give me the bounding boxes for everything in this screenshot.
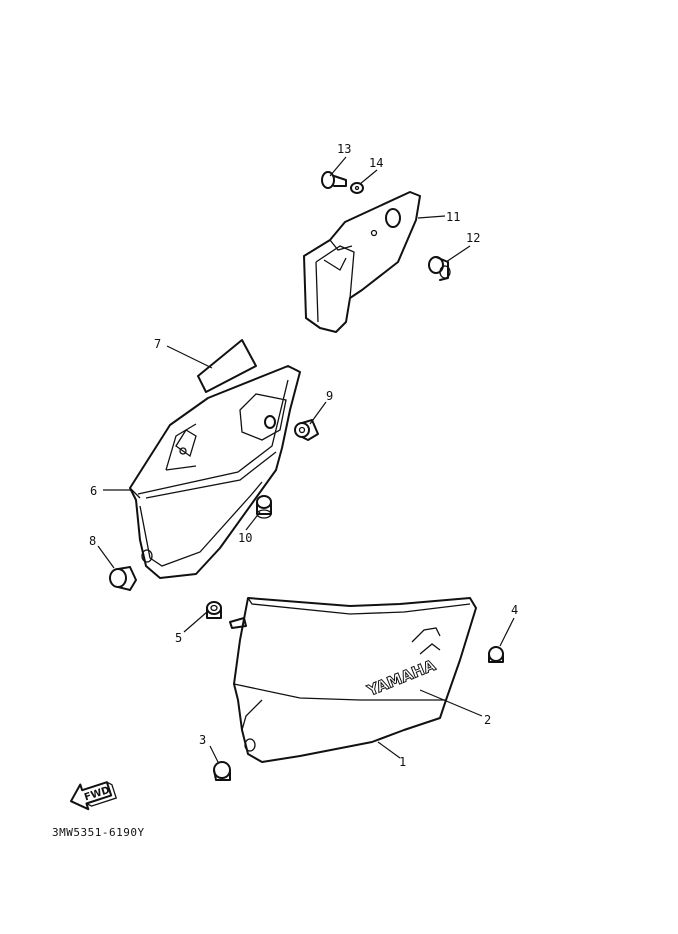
part-4-grommet bbox=[488, 646, 504, 663]
callout-8: 8 bbox=[89, 534, 96, 548]
part-11-bracket bbox=[303, 191, 421, 333]
part-6-side-cover bbox=[129, 365, 301, 579]
callout-3: 3 bbox=[199, 733, 206, 747]
part-12-grommet bbox=[428, 256, 451, 281]
callout-10: 10 bbox=[238, 531, 252, 545]
callout-2: 2 bbox=[484, 713, 491, 727]
callout-6: 6 bbox=[90, 484, 97, 498]
drawing-code: 3MW5351-6190Y bbox=[52, 826, 145, 839]
part-14-washer bbox=[350, 182, 364, 194]
callout-1: 1 bbox=[399, 755, 406, 769]
callout-4: 4 bbox=[511, 603, 518, 617]
callout-7: 7 bbox=[154, 337, 161, 351]
part-5-grommet bbox=[206, 601, 222, 619]
callout-14: 14 bbox=[369, 156, 383, 170]
part-9-grommet bbox=[294, 419, 319, 441]
part-7-emblem bbox=[197, 339, 257, 393]
leader-lines bbox=[97, 156, 515, 763]
part-10-grommet bbox=[256, 495, 272, 519]
callout-5: 5 bbox=[175, 631, 182, 645]
part-13-screw bbox=[321, 171, 347, 189]
part-3-grommet bbox=[213, 761, 231, 781]
callout-13: 13 bbox=[337, 142, 351, 156]
callout-12: 12 bbox=[466, 231, 480, 245]
forward-arrow-icon: FWD bbox=[69, 781, 118, 811]
part-1-side-cover bbox=[229, 597, 477, 763]
callout-11: 11 bbox=[446, 210, 460, 224]
callout-numbers: 1 2 3 4 5 6 7 8 9 10 11 12 13 14 bbox=[89, 142, 518, 769]
callout-9: 9 bbox=[326, 389, 333, 403]
part-8-grommet bbox=[109, 566, 137, 591]
